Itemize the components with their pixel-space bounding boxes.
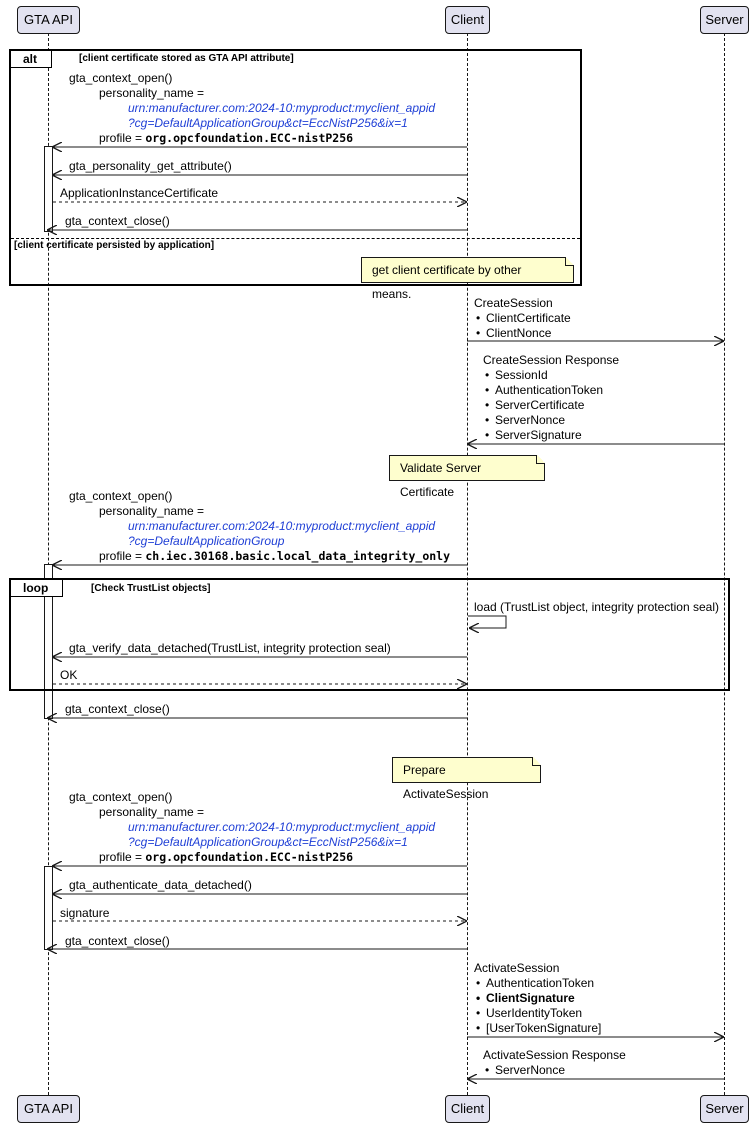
- create-response-item-3: •ServerCertificate: [485, 398, 585, 412]
- create-session-item-1: •ClientCertificate: [476, 311, 571, 325]
- loop-frame-label: loop: [11, 580, 64, 597]
- arrow-load-self: [468, 615, 507, 628]
- participant-client-top: Client: [445, 6, 490, 34]
- authenticate-data-message: gta_authenticate_data_detached(): [69, 878, 252, 892]
- participant-server-bottom: Server: [700, 1095, 749, 1123]
- create-response-item-5: •ServerSignature: [485, 428, 582, 442]
- create-session-title: CreateSession: [474, 296, 553, 310]
- personality-query-1: ?cg=DefaultApplicationGroup&ct=EccNistP2…: [128, 116, 408, 130]
- get-attribute-message: gta_personality_get_attribute(): [69, 159, 232, 173]
- activate-session-item-1: •AuthenticationToken: [476, 976, 595, 990]
- verify-data-message: gta_verify_data_detached(TrustList, inte…: [69, 641, 391, 655]
- personality-query-3: ?cg=DefaultApplicationGroup&ct=EccNistP2…: [128, 835, 408, 849]
- personality-label-1: personality_name =: [99, 86, 205, 100]
- context-close-message-1: gta_context_close(): [65, 214, 170, 228]
- note-prepare-activate-session: Prepare ActivateSession: [392, 757, 541, 801]
- context-close-message-3: gta_context_close(): [65, 934, 170, 948]
- profile-label-1: profile =: [99, 131, 143, 145]
- create-session-item-2: •ClientNonce: [476, 326, 552, 340]
- profile-line-3: profile = org.opcfoundation.ECC-nistP256: [99, 850, 353, 865]
- ok-result-message: OK: [60, 668, 78, 682]
- personality-urn-1: urn:manufacturer.com:2024-10:myproduct:m…: [128, 101, 436, 115]
- context-close-message-2: gta_context_close(): [65, 702, 170, 716]
- context-open-message-3: gta_context_open(): [69, 790, 173, 804]
- personality-label-3: personality_name =: [99, 805, 205, 819]
- personality-query-2: ?cg=DefaultApplicationGroup: [128, 534, 285, 548]
- create-response-item-1: •SessionId: [485, 368, 548, 382]
- client-lifeline: [467, 33, 468, 1095]
- note-validate-server-certificate: Validate Server Certificate: [389, 455, 545, 499]
- activate-response-item-1: •ServerNonce: [485, 1063, 566, 1077]
- activate-session-item-2: •ClientSignature: [476, 991, 575, 1005]
- participant-server-top: Server: [700, 6, 749, 34]
- alt-condition-2: [client certificate persisted by applica…: [14, 240, 215, 251]
- alt-frame: alt [client certificate stored as GTA AP…: [9, 49, 582, 286]
- alt-separator: [11, 238, 580, 239]
- context-open-message-1: gta_context_open(): [69, 71, 173, 85]
- create-response-title: CreateSession Response: [483, 353, 620, 367]
- participant-client-bottom: Client: [445, 1095, 490, 1123]
- profile-line-1: profile = org.opcfoundation.ECC-nistP256: [99, 131, 353, 146]
- profile-value-3: org.opcfoundation.ECC-nistP256: [145, 850, 354, 864]
- profile-value-1: org.opcfoundation.ECC-nistP256: [145, 131, 354, 145]
- profile-label-2: profile =: [99, 549, 143, 563]
- activate-session-title: ActivateSession: [474, 961, 560, 975]
- personality-label-2: personality_name =: [99, 504, 205, 518]
- profile-value-2: ch.iec.30168.basic.local_data_integrity_…: [145, 549, 451, 563]
- create-response-item-2: •AuthenticationToken: [485, 383, 604, 397]
- loop-condition: [Check TrustList objects]: [91, 583, 211, 594]
- load-trustlist-message: load (TrustList object, integrity protec…: [474, 600, 719, 614]
- note-other-means: get client certificate by other means.: [361, 257, 574, 301]
- activate-session-item-3: •UserIdentityToken: [476, 1006, 583, 1020]
- alt-condition-1: [client certificate stored as GTA API at…: [79, 53, 294, 64]
- activate-session-item-4: •[UserTokenSignature]: [476, 1021, 602, 1035]
- server-lifeline: [724, 33, 725, 1095]
- personality-urn-3: urn:manufacturer.com:2024-10:myproduct:m…: [128, 820, 436, 834]
- signature-result-message: signature: [60, 906, 110, 920]
- attribute-result-message: ApplicationInstanceCertificate: [60, 186, 219, 200]
- context-open-message-2: gta_context_open(): [69, 489, 173, 503]
- participant-gta-bottom: GTA API: [17, 1095, 80, 1123]
- personality-urn-2: urn:manufacturer.com:2024-10:myproduct:m…: [128, 519, 436, 533]
- profile-label-3: profile =: [99, 850, 143, 864]
- participant-gta-top: GTA API: [17, 6, 80, 34]
- create-response-item-4: •ServerNonce: [485, 413, 566, 427]
- alt-frame-label: alt: [11, 51, 53, 68]
- activate-response-title: ActivateSession Response: [483, 1048, 626, 1062]
- profile-line-2: profile = ch.iec.30168.basic.local_data_…: [99, 549, 450, 564]
- loop-frame: loop [Check TrustList objects]: [9, 578, 730, 691]
